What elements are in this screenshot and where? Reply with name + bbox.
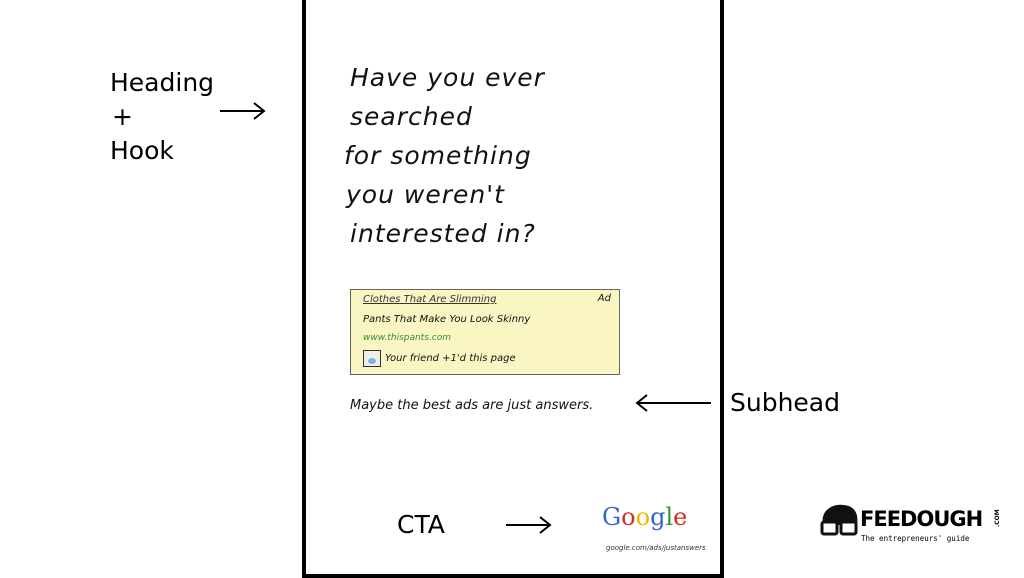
brand-tagline: The entrepreneurs' guide: [861, 534, 970, 543]
headline-line: Have you ever: [350, 63, 545, 92]
ad-description: Pants That Make You Look Skinny: [363, 314, 531, 325]
headline: Have you ever searched for something you…: [344, 58, 545, 253]
brand-tld: .COM: [994, 509, 1001, 527]
label-hook: Hook: [110, 136, 174, 165]
label-plus: +: [112, 102, 133, 131]
headline-line: you weren't: [346, 180, 505, 209]
google-url: google.com/ads/justanswers: [606, 544, 706, 552]
label-cta: CTA: [397, 510, 445, 539]
feedough-logo: FEEDOUGH .COM The entrepreneurs' guide: [820, 503, 1020, 547]
headline-line: interested in?: [350, 219, 536, 248]
mascot-icon: [820, 504, 858, 536]
arrow-right-icon: [506, 516, 552, 534]
label-heading: Heading: [110, 68, 215, 97]
headline-line: for something: [344, 141, 532, 170]
brand-name: FEEDOUGH: [860, 507, 983, 531]
ad-poster: Have you ever searched for something you…: [302, 0, 724, 578]
ad-social: Your friend +1'd this page: [385, 353, 516, 364]
google-logo: Google: [602, 503, 688, 531]
arrow-left-icon: [635, 394, 711, 412]
headline-line: searched: [350, 102, 473, 131]
ad-tag: Ad: [597, 293, 611, 304]
avatar-icon: [363, 350, 381, 367]
arrow-right-icon: [220, 102, 266, 120]
ad-title: Clothes That Are Slimming: [363, 294, 497, 305]
subhead: Maybe the best ads are just answers.: [350, 398, 594, 413]
search-ad-sketch: Clothes That Are Slimming Ad Pants That …: [350, 289, 620, 375]
ad-url: www.thispants.com: [363, 333, 452, 343]
label-subhead: Subhead: [730, 388, 840, 417]
